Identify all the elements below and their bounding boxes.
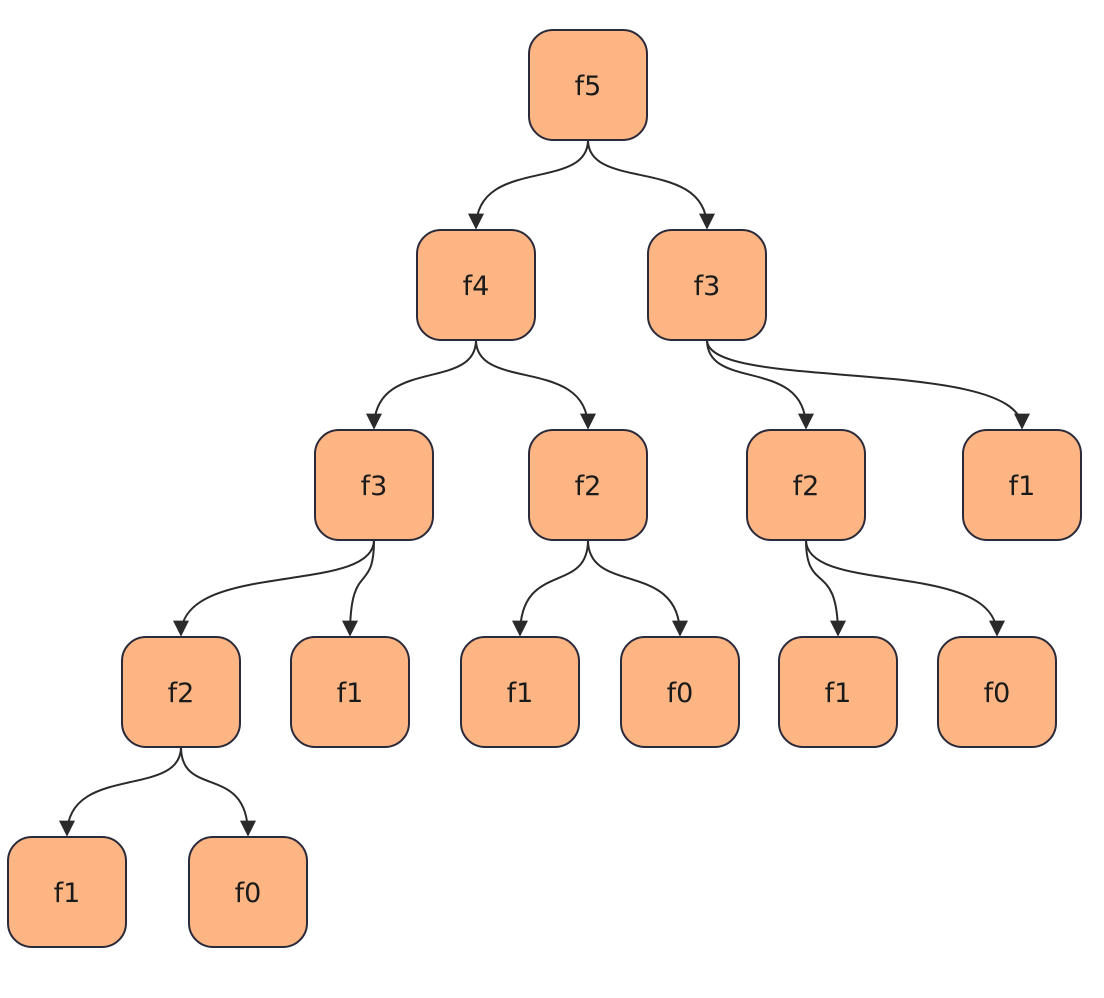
node-box [7,836,127,948]
node-box [528,429,648,541]
edge-arrow [805,539,846,637]
tree-node: f1 [778,636,898,748]
node-label: f1 [1009,471,1036,502]
edge-arrow [805,539,1005,637]
edge-arrow [173,539,375,637]
edge-arrow [468,139,589,230]
edge-arrow [342,539,375,637]
nodes-layer: f5 f4 f3 f3 f2 f2 f1 f2 f1 f1 f0 f1 f0 f1 f0 [7,29,1082,948]
tree-node: f2 [528,429,648,541]
node-box [460,636,580,748]
tree-node: f2 [746,429,866,541]
node-label: f0 [667,678,694,709]
node-label: f1 [337,678,364,709]
node-label: f5 [575,71,602,102]
node-box [778,636,898,748]
node-box [620,636,740,748]
node-box [188,836,308,948]
node-box [962,429,1082,541]
node-label: f3 [694,271,721,302]
node-label: f1 [507,678,534,709]
tree-node: f4 [416,229,536,341]
edge-arrow [587,539,688,637]
tree-node: f1 [7,836,127,948]
node-label: f2 [793,471,820,502]
node-box [647,229,767,341]
edge-arrow [475,339,596,430]
tree-node: f3 [647,229,767,341]
node-box [416,229,536,341]
node-label: f1 [825,678,852,709]
edge-arrow [512,539,589,637]
node-label: f0 [235,878,262,909]
tree-node: f1 [962,429,1082,541]
node-label: f1 [54,878,81,909]
node-box [746,429,866,541]
node-box [528,29,648,141]
tree-node: f0 [188,836,308,948]
node-label: f2 [575,471,602,502]
node-label: f2 [168,678,195,709]
tree-node: f1 [290,636,410,748]
edge-arrow [706,339,1030,430]
edge-arrow [59,746,182,837]
edge-arrow [366,339,477,430]
tree-node: f2 [121,636,241,748]
edge-arrow [587,139,715,230]
tree-node: f5 [528,29,648,141]
node-label: f4 [463,271,490,302]
tree-node: f0 [937,636,1057,748]
node-box [290,636,410,748]
node-box [314,429,434,541]
node-label: f0 [984,678,1011,709]
tree-node: f3 [314,429,434,541]
edges-layer [59,139,1030,837]
node-label: f3 [361,471,388,502]
node-box [937,636,1057,748]
tree-node: f0 [620,636,740,748]
edge-arrow [706,339,814,430]
edge-arrow [180,746,256,837]
node-box [121,636,241,748]
tree-node: f1 [460,636,580,748]
